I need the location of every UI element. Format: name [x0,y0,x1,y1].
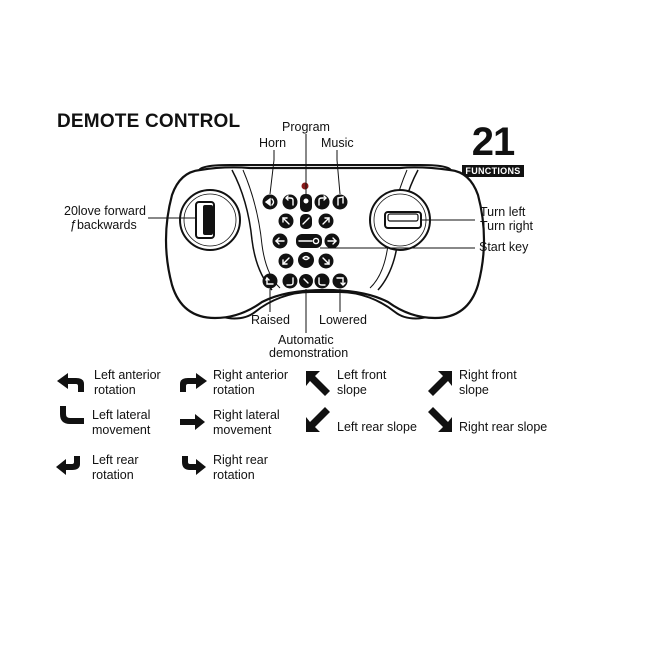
label-backward: ƒbackwards [70,218,137,232]
curved-arrow-down-right-icon [182,456,206,475]
right-joystick[interactable] [369,189,431,251]
right-anterior-button [314,194,330,210]
functions-label: FUNCTIONS [462,165,524,177]
legend-left-rear-slope: Left rear slope [337,420,417,434]
lowered-button [332,273,348,289]
indicator-light [301,182,309,190]
diagonal-arrow-down-left-icon [306,407,330,432]
label-music: Music [321,136,354,150]
raised-button [262,273,278,289]
page-title: DEMOTE CONTROL [57,111,241,132]
diagonal-arrow-down-right-icon [428,407,452,432]
left-joystick[interactable] [179,189,241,251]
right-rear-rotation-button [314,273,330,289]
label-turn-left: Turn left [480,205,526,219]
label-automatic: Automatic [278,333,334,347]
diagonal-arrow-up-right-icon [428,371,452,396]
curved-arrow-down-left-icon [56,456,80,475]
label-lowered: Lowered [319,313,367,327]
music-button [332,194,348,210]
functions-badge: 21 FUNCTIONS [461,120,525,179]
label-program: Program [282,120,330,134]
curved-arrow-up-left-icon [57,373,84,392]
left-rear-rotation-button [282,273,298,289]
label-start-key: Start key [479,240,529,254]
curved-arrow-left-lateral-icon [60,406,84,424]
curved-arrow-up-right-icon [180,373,207,392]
diagonal-arrow-up-left-icon [306,371,330,396]
legend-right-rear-slope: Right rear slope [459,420,548,434]
left-anterior-button [282,194,298,210]
arrow-right-icon [180,414,205,430]
label-turn-right: Turn right [480,219,534,233]
label-demonstration: demonstration [269,346,349,360]
leader-lines [148,134,475,333]
functions-count: 21 [471,120,516,164]
legend-icons [56,371,452,475]
label-horn: Horn [259,136,287,150]
label-raised: Raised [251,313,290,327]
label-forward: 20love forward [64,204,146,218]
